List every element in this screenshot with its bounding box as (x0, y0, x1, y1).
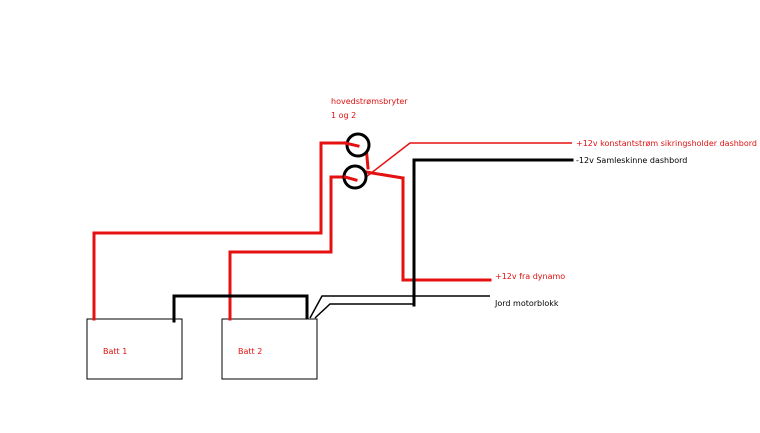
battery-2-label: Batt 2 (238, 347, 262, 356)
constant-feed-label: +12v konstantstrøm sikringsholder dashbo… (576, 139, 757, 148)
dynamo-wire (401, 176, 492, 282)
switch-subtitle: 1 og 2 (331, 111, 356, 120)
dynamo-label: +12v fra dynamo (495, 272, 565, 281)
ground-wire (309, 295, 490, 319)
switch-input-2 (343, 175, 358, 182)
constant-feed-wire (365, 142, 572, 178)
ground-label: Jord motorblokk (494, 299, 559, 308)
battery-2-box (221, 318, 318, 380)
batt2-positive-wire (228, 175, 347, 321)
dash-busbar-wire (412, 158, 574, 307)
busbar-return-wire (314, 303, 414, 319)
battery-1-box (86, 318, 183, 380)
dash-busbar-label: -12v Samleskinne dashbord (576, 156, 687, 165)
batt1-positive-wire (92, 141, 347, 321)
switch-title: hovedstrømsbryter (331, 97, 408, 106)
switch-input-1 (343, 141, 360, 148)
battery-1-label: Batt 1 (103, 347, 127, 356)
battery-ground-link (172, 294, 309, 323)
